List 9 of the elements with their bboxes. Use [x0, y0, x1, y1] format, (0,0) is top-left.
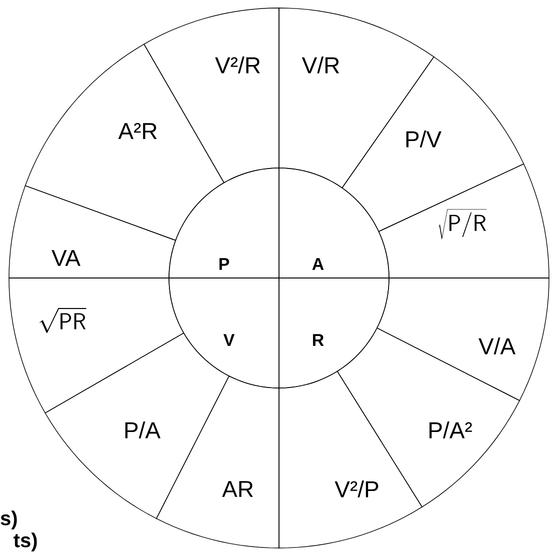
quantity-sector: R — [278, 278, 390, 388]
formula-sector: $\sqrt{\mathsf{P/R}}$ — [378, 163, 550, 278]
cut-off-text: s) — [0, 510, 17, 530]
formula-sector: V²/P — [278, 370, 423, 548]
cut-off-text: ts) — [14, 532, 37, 552]
node-label: P — [219, 258, 230, 270]
quantity-sector: A — [278, 168, 390, 278]
formula-sector: $\sqrt{\mathsf{PR}}$ — [8, 278, 184, 414]
quantity-sector: V — [168, 278, 280, 388]
